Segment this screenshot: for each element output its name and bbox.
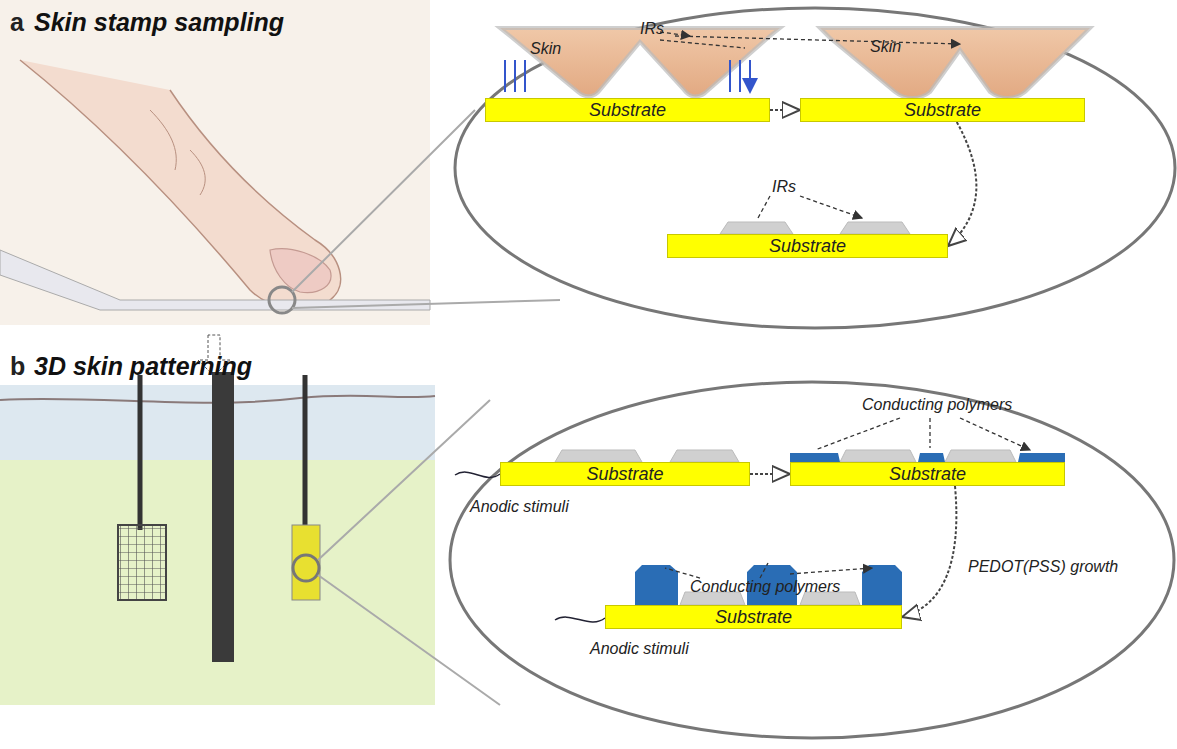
- annotation: Skin: [530, 40, 561, 58]
- conducting-polymer: [790, 453, 1065, 462]
- panel-title: 3D skin patterning: [34, 352, 252, 381]
- process-arrow: [902, 486, 956, 617]
- zoom-circle: [269, 287, 295, 313]
- annotation: IRs: [772, 178, 796, 196]
- substrate-box: Substrate: [500, 462, 750, 486]
- leader: [675, 36, 960, 44]
- zoom-lines: [292, 110, 560, 308]
- substrate-box: Substrate: [667, 234, 948, 258]
- node-text: Substrate: [586, 464, 663, 485]
- skin: [820, 28, 1090, 98]
- ir-residue: [720, 222, 910, 234]
- leader: [758, 196, 862, 218]
- substrate-box: Substrate: [485, 98, 770, 122]
- process-arrow: [750, 473, 790, 475]
- annotation: Skin: [870, 38, 901, 56]
- substrate-box: Substrate: [605, 605, 902, 629]
- counter-electrode: [118, 525, 166, 600]
- annotation: Conducting polymers: [690, 578, 840, 596]
- reference-electrode: [212, 372, 234, 662]
- annotation: PEDOT(PSS) growth: [968, 558, 1118, 576]
- node-text: Substrate: [904, 100, 981, 121]
- leader: [660, 32, 745, 48]
- panel-letter: a: [10, 8, 24, 37]
- annotation: Conducting polymers: [862, 396, 1012, 414]
- electrode-rod: [303, 375, 308, 530]
- ir-residue: [555, 450, 739, 462]
- press-arrows: [505, 60, 750, 92]
- annotation: IRs: [640, 20, 664, 38]
- wire: [455, 472, 500, 477]
- process-arrow: [948, 122, 976, 246]
- substrate-box: Substrate: [800, 98, 1085, 122]
- sheet: [0, 250, 430, 310]
- wire: [555, 617, 605, 622]
- zoom-circle: [293, 555, 319, 581]
- annotation: Anodic stimuli: [590, 640, 689, 658]
- leader: [815, 418, 1030, 450]
- leader: [665, 563, 872, 578]
- zoom-ellipse: [450, 382, 1174, 738]
- sketch-ground: [0, 0, 430, 325]
- node-text: Substrate: [889, 464, 966, 485]
- node-text: Substrate: [769, 236, 846, 257]
- panel-letter: b: [10, 352, 25, 381]
- thumb-crease: [150, 110, 205, 195]
- node-text: Substrate: [589, 100, 666, 121]
- annotation: Anodic stimuli: [470, 498, 569, 516]
- thumb: [20, 60, 341, 309]
- conducting-polymer: [635, 565, 902, 605]
- substrate-box: Substrate: [790, 462, 1065, 486]
- node-text: Substrate: [715, 607, 792, 628]
- zoom-lines: [318, 400, 500, 705]
- zoom-ellipse: [455, 8, 1175, 328]
- panel-title: Skin stamp sampling: [34, 8, 284, 37]
- process-arrow: [770, 109, 800, 111]
- working-electrode: [292, 525, 320, 600]
- electrode-rod: [138, 375, 143, 530]
